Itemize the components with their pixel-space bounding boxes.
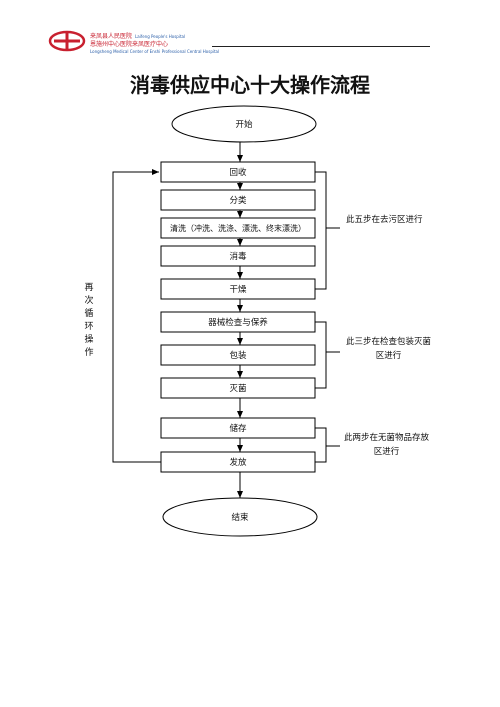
header-divider — [212, 46, 430, 47]
step-pack: 包装 — [229, 351, 247, 361]
hospital-logo-icon — [48, 30, 86, 52]
step-recycle: 回收 — [229, 168, 247, 178]
step-inspect: 器械检查与保养 — [208, 318, 268, 328]
step-disinfect: 消毒 — [229, 252, 247, 262]
end-node: 结束 — [231, 513, 249, 523]
loop-label: 再次循环操作 — [84, 283, 94, 358]
step-dry: 干燥 — [229, 285, 247, 295]
clean-area-note: 此三步在检查包装灭菌区进行 — [346, 337, 432, 361]
start-node-shape — [171, 105, 317, 143]
step-sort: 分类 — [229, 196, 247, 206]
step-sterilize: 灭菌 — [229, 384, 247, 394]
start-node: 开始 — [235, 120, 253, 130]
step-wash: 清洗（冲洗、洗涤、漂洗、终末漂洗） — [170, 223, 306, 233]
dirty-area-note: 此五步在去污区进行 — [346, 215, 423, 225]
step-dispatch: 发放 — [229, 458, 247, 468]
step-store: 储存 — [229, 424, 247, 434]
sterile-area-note: 此两步在无菌物品存放区进行 — [344, 433, 430, 457]
page-title: 消毒供应中心十大操作流程 — [130, 73, 370, 97]
